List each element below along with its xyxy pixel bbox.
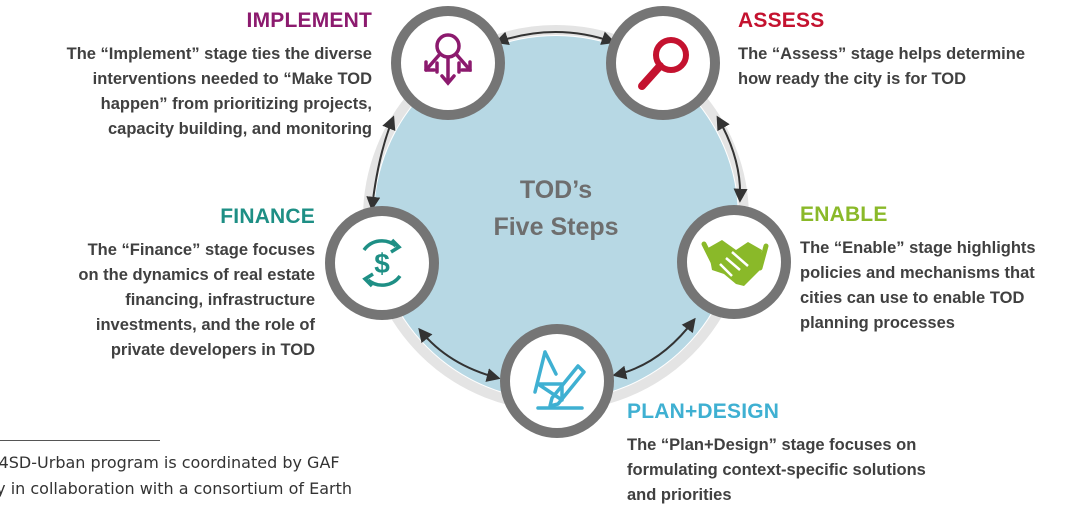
implement-desc-line: happen” from prioritizing projects, <box>100 95 372 113</box>
enable-desc-line: cities can use to enable TOD <box>800 289 1025 307</box>
arrow-plan-finance <box>418 327 501 382</box>
assess-desc-line: how ready the city is for TOD <box>738 70 966 88</box>
implement-description: The “Implement” stage ties the diverse i… <box>0 42 372 142</box>
finance-description: The “Finance” stage focuses on the dynam… <box>0 238 315 363</box>
footnote: O4SD-Urban program is coordinated by GAF… <box>0 450 406 502</box>
plan-design-desc-line: formulating context-specific solutions <box>627 461 926 479</box>
handshake-icon <box>701 240 769 286</box>
implement-node <box>391 6 505 120</box>
pencil-compass-icon <box>533 350 586 410</box>
enable-node <box>677 205 791 319</box>
enable-desc-line: planning processes <box>800 314 955 332</box>
finance-desc-line: The “Finance” stage focuses <box>87 241 315 259</box>
assess-node <box>606 6 720 120</box>
finance-desc-line: investments, and the role of <box>95 316 315 334</box>
finance-desc-line: financing, infrastructure <box>125 291 315 309</box>
finance-desc-line: private developers in TOD <box>110 341 315 359</box>
arrow-enable-plan <box>612 317 696 380</box>
center-title-line2: Five Steps <box>493 213 618 241</box>
assess-desc-line: The “Assess” stage helps determine <box>738 45 1026 63</box>
arrow-assess-enable <box>716 115 748 203</box>
assess-title: ASSESS <box>738 9 825 32</box>
plan-design-desc-line: The “Plan+Design” stage focuses on <box>627 436 917 454</box>
footnote-line: ny in collaboration with a consortium of… <box>0 479 353 498</box>
plan-design-desc-line: and priorities <box>627 486 732 504</box>
implement-desc-line: The “Implement” stage ties the diverse <box>66 45 372 63</box>
dollar-cycle-icon: $ <box>362 238 402 288</box>
center-circle <box>374 36 738 400</box>
implement-desc-line: capacity building, and monitoring <box>107 120 372 138</box>
assess-description: The “Assess” stage helps determine how r… <box>738 42 1078 92</box>
plan-design-description: The “Plan+Design” stage focuses on formu… <box>627 433 987 508</box>
finance-desc-line: on the dynamics of real estate <box>78 266 315 284</box>
svg-text:$: $ <box>374 248 390 279</box>
plan-design-title: PLAN+DESIGN <box>627 400 780 423</box>
enable-desc-line: policies and mechanisms that <box>800 264 1035 282</box>
finance-node: $ <box>325 206 439 320</box>
enable-title: ENABLE <box>800 203 888 226</box>
implement-title: IMPLEMENT <box>246 9 372 32</box>
center-title-line1: TOD’s <box>520 176 592 204</box>
magnifier-icon <box>638 37 689 90</box>
diverging-arrows-icon <box>424 33 472 86</box>
footnote-rule <box>0 440 160 441</box>
arrow-finance-implement <box>366 115 396 211</box>
enable-desc-line: The “Enable” stage highlights <box>800 239 1036 257</box>
footnote-line: O4SD-Urban program is coordinated by GAF <box>0 453 340 472</box>
plan-design-node <box>500 324 614 438</box>
enable-description: The “Enable” stage highlights policies a… <box>800 236 1079 336</box>
arrow-implement-assess <box>494 31 616 46</box>
finance-title: FINANCE <box>220 205 315 228</box>
implement-desc-line: interventions needed to “Make TOD <box>92 70 372 88</box>
